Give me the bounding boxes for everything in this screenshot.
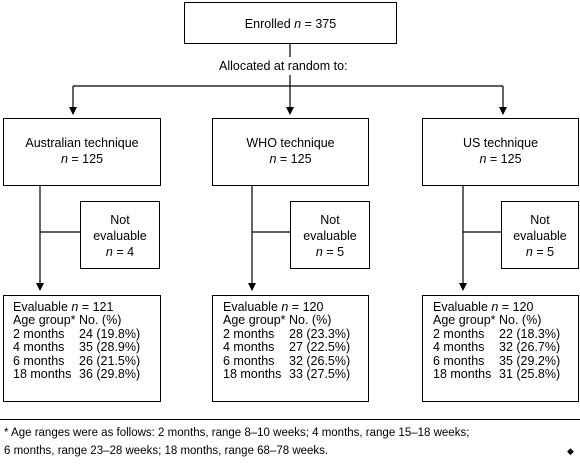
count-cell: 24 (19.8%) (79, 326, 141, 341)
evaluable-box-who: Evaluable n = 120 Age group*No. (%) 2 mo… (212, 295, 369, 402)
age-cell: 18 months (13, 367, 72, 381)
evaluable-label: Evaluable (433, 300, 492, 314)
n-symbol: n (525, 245, 533, 259)
table-row: 18 months 31 (25.8%) (433, 367, 561, 382)
col-no-header: No. (%) (499, 313, 542, 327)
enrolled-n-symbol: n (294, 17, 302, 31)
footnote-line1: * Age ranges were as follows: 2 months, … (4, 427, 470, 439)
table-row: 6 months 35 (29.2%) (433, 353, 561, 369)
evaluable-label: Evaluable (223, 300, 282, 314)
not-evaluable-line1: Not (110, 213, 130, 227)
table-header-row: Age group*No. (%) (13, 313, 140, 328)
arm-box-australian: Australian technique n = 125 (3, 118, 161, 186)
count-cell: 35 (29.2%) (499, 353, 561, 368)
arm-n-value: = 125 (67, 152, 104, 166)
count-cell: 33 (27.5%) (289, 367, 351, 381)
count-cell: 22 (18.3%) (499, 326, 561, 341)
not-evaluable-line2: evaluable (93, 229, 147, 243)
age-cell: 4 months (223, 340, 275, 354)
evaluable-value: = 120 (288, 300, 324, 314)
table-row: 2 months 28 (23.3%) (223, 326, 351, 342)
not-evaluable-box-who: Not evaluable n = 5 (290, 201, 370, 269)
age-cell: 4 months (13, 340, 65, 354)
enrolled-box: Enrolled n = 375 (184, 2, 397, 44)
age-cell: 2 months (13, 326, 65, 341)
age-cell: 6 months (223, 353, 275, 368)
table-row: 2 months 22 (18.3%) (433, 326, 561, 342)
table-row: 18 months 36 (29.8%) (13, 367, 141, 382)
n-symbol: n (281, 300, 289, 314)
arm-n-value: = 125 (276, 152, 312, 166)
count-cell: 32 (26.5%) (289, 353, 351, 368)
col-age-header: Age group* (433, 313, 496, 327)
age-cell: 18 months (223, 367, 282, 381)
footnote-line2: 6 months, range 23–28 weeks; 18 months, … (4, 445, 329, 457)
age-cell: 2 months (433, 326, 485, 341)
footnote-divider (0, 419, 580, 420)
count-cell: 36 (29.8%) (79, 367, 141, 381)
not-evaluable-box-australian: Not evaluable n = 4 (80, 201, 160, 269)
table-header-row: Age group*No. (%) (433, 313, 560, 328)
enrolled-value: = 375 (301, 17, 337, 31)
age-cell: 2 months (223, 326, 275, 341)
not-evaluable-line2: evaluable (303, 229, 357, 243)
table-row: 6 months 32 (26.5%) (223, 353, 351, 369)
arm-box-us: US technique n = 125 (422, 118, 579, 186)
allocated-label: Allocated at random to: (218, 58, 349, 74)
not-evaluable-line2: evaluable (513, 229, 567, 243)
not-evaluable-box-us: Not evaluable n = 5 (501, 201, 579, 269)
not-evaluable-n: = 5 (322, 245, 345, 259)
not-evaluable-n: = 4 (112, 245, 135, 259)
age-table: Age group*No. (%) 2 months 24 (19.8%) 4 m… (13, 313, 141, 382)
evaluable-box-us: Evaluable n = 120 Age group*No. (%) 2 mo… (422, 295, 579, 402)
evaluable-label: Evaluable (13, 300, 72, 314)
n-symbol: n (105, 245, 113, 259)
not-evaluable-line1: Not (320, 213, 340, 227)
n-symbol: n (491, 300, 499, 314)
n-symbol: n (269, 152, 277, 166)
n-symbol: n (315, 245, 323, 259)
count-cell: 31 (25.8%) (499, 367, 561, 381)
table-row: 2 months 24 (19.8%) (13, 326, 141, 342)
count-cell: 32 (26.7%) (499, 340, 561, 354)
allocated-text: Allocated at random to: (219, 59, 348, 73)
n-symbol: n (71, 300, 79, 314)
n-symbol: n (479, 152, 487, 166)
count-cell: 26 (21.5%) (79, 353, 141, 368)
evaluable-value: = 120 (498, 300, 534, 314)
age-cell: 6 months (13, 353, 65, 368)
col-age-header: Age group* (13, 313, 76, 327)
arm-name: Australian technique (25, 136, 139, 150)
table-row: 6 months 26 (21.5%) (13, 353, 141, 369)
col-no-header: No. (%) (79, 313, 122, 327)
arm-name: WHO technique (246, 136, 335, 150)
count-cell: 28 (23.3%) (289, 326, 351, 341)
table-row: 4 months 35 (28.9%) (13, 340, 141, 355)
age-table: Age group*No. (%) 2 months 22 (18.3%) 4 m… (433, 313, 561, 382)
count-cell: 27 (22.5%) (289, 340, 351, 354)
evaluable-value: = 121 (78, 300, 114, 314)
age-cell: 6 months (433, 353, 485, 368)
footnote: * Age ranges were as follows: 2 months, … (4, 424, 564, 460)
col-age-header: Age group* (223, 313, 286, 327)
age-table: Age group*No. (%) 2 months 28 (23.3%) 4 m… (223, 313, 351, 382)
not-evaluable-n: = 5 (532, 245, 555, 259)
age-cell: 4 months (433, 340, 485, 354)
n-symbol: n (60, 152, 68, 166)
age-cell: 18 months (433, 367, 492, 381)
arm-box-who: WHO technique n = 125 (212, 118, 369, 186)
col-no-header: No. (%) (289, 313, 332, 327)
not-evaluable-line1: Not (530, 213, 550, 227)
table-row: 18 months 33 (27.5%) (223, 367, 351, 382)
arm-n-value: = 125 (486, 152, 522, 166)
count-cell: 35 (28.9%) (79, 340, 141, 354)
table-header-row: Age group*No. (%) (223, 313, 350, 328)
enrolled-label: Enrolled (244, 17, 295, 31)
end-mark-icon: ◆ (567, 446, 574, 456)
table-row: 4 months 32 (26.7%) (433, 340, 561, 355)
arm-name: US technique (462, 136, 539, 150)
evaluable-box-australian: Evaluable n = 121 Age group*No. (%) 2 mo… (3, 295, 161, 402)
table-row: 4 months 27 (22.5%) (223, 340, 351, 355)
